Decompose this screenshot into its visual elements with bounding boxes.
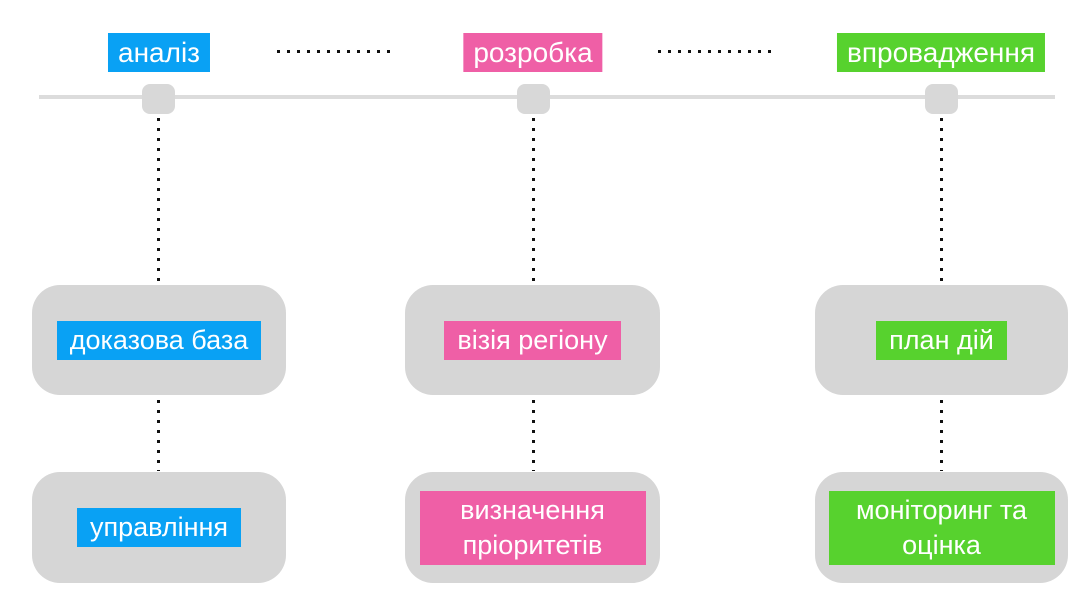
dotted-connector-vertical <box>157 118 160 284</box>
dotted-connector-horizontal-2 <box>658 50 778 53</box>
stage-box-label: доказова база <box>56 320 262 360</box>
stage-box-label: управління <box>76 508 242 547</box>
stage-box-evidence-base: доказова база <box>32 285 286 395</box>
timeline-marker-analysis <box>142 84 175 114</box>
dotted-connector-vertical <box>940 118 943 284</box>
dotted-connector-vertical <box>532 118 535 284</box>
timeline-marker-development <box>517 84 550 114</box>
stage-box-label: план дій <box>876 320 1007 360</box>
stage-box-label: моніторинг та оцінка <box>828 490 1055 565</box>
dotted-connector-horizontal-1 <box>277 50 393 53</box>
phase-label-development: розробка <box>463 33 603 72</box>
dotted-connector-vertical <box>940 400 943 471</box>
stage-box-label: визначення пріоритетів <box>419 490 646 565</box>
timeline-marker-implementation <box>925 84 958 114</box>
dotted-connector-vertical <box>157 400 160 471</box>
stage-box-action-plan: план дій <box>815 285 1068 395</box>
dotted-connector-vertical <box>532 400 535 471</box>
phase-label-implementation: впровадження <box>836 33 1046 72</box>
phase-label-analysis: аналіз <box>107 33 211 72</box>
stage-box-label: візія регіону <box>444 320 621 360</box>
stage-box-region-vision: візія регіону <box>405 285 660 395</box>
stage-box-monitoring-evaluation: моніторинг та оцінка <box>815 472 1068 583</box>
stage-box-priority-setting: визначення пріоритетів <box>405 472 660 583</box>
stage-box-governance: управління <box>32 472 286 583</box>
